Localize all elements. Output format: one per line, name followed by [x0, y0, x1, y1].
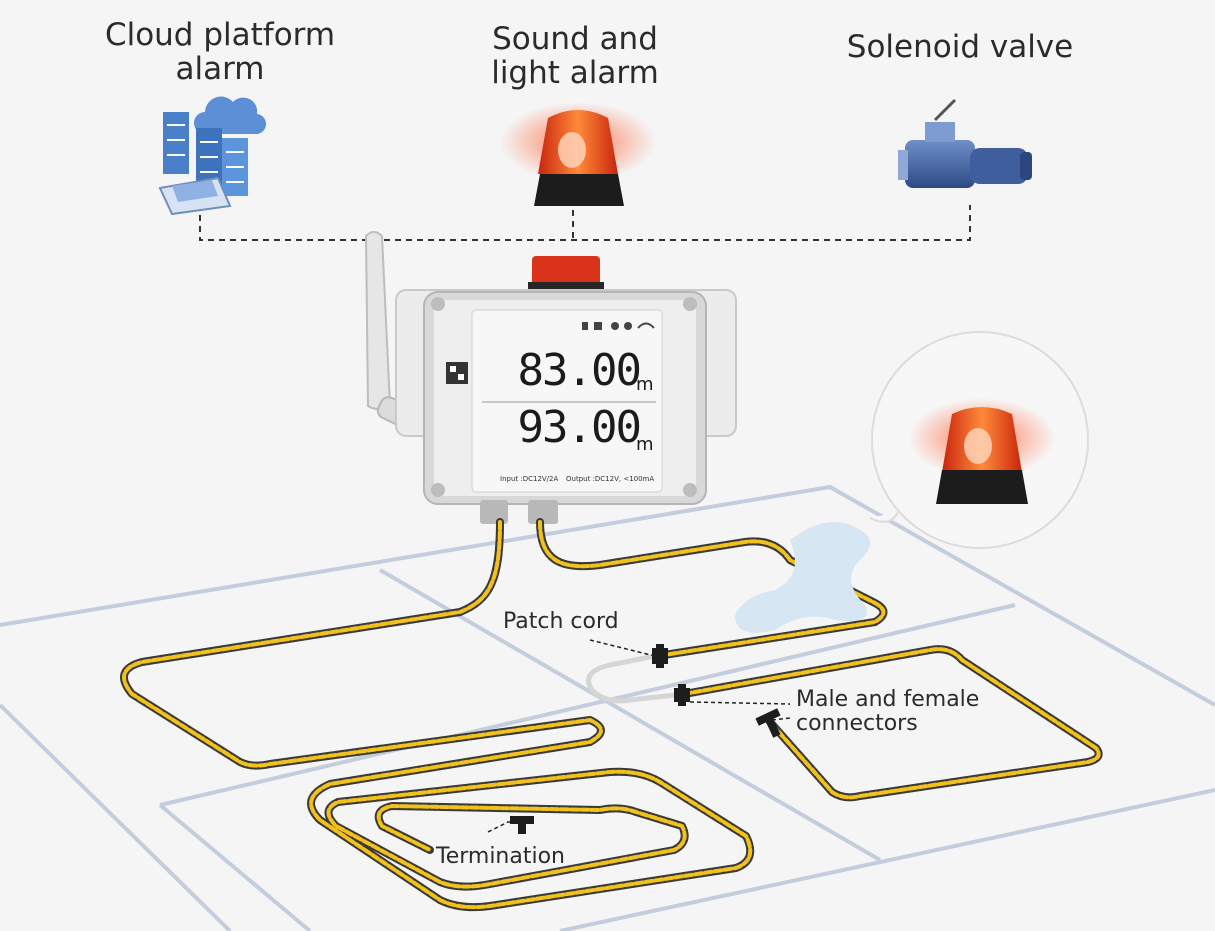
reading-1: 83.00 [517, 345, 642, 396]
cloud-server-icon [158, 96, 267, 216]
connector-markers [510, 644, 781, 834]
solenoid-valve-icon [898, 98, 1032, 188]
patch-cord-label: Patch cord [503, 609, 619, 634]
alarm-connection-lines [199, 205, 971, 241]
device-beacon-icon [528, 256, 604, 290]
reading-2-unit: m [636, 434, 654, 455]
solenoid-valve-label: Solenoid valve [846, 29, 1074, 65]
zoom-callout [869, 331, 1089, 549]
sensing-cable-fill [122, 520, 1101, 910]
patch-cord [586, 652, 685, 704]
device-output-text: Output :DC12V, <100mA [566, 475, 655, 483]
callout-leaders [487, 639, 791, 833]
cloud-alarm-label: Cloud platform alarm [104, 17, 336, 88]
reading-2: 93.00 [517, 402, 642, 453]
termination-label: Termination [436, 844, 566, 869]
device-input-text: Input :DC12V/2A [500, 475, 559, 483]
controller-device [395, 289, 737, 524]
beacon-alarm-icon [500, 102, 656, 206]
male-female-connectors-label: Male and female connectors [796, 687, 980, 737]
water-puddle [735, 522, 870, 633]
floor-grid [0, 484, 1215, 931]
reading-1-unit: m [636, 374, 654, 395]
sound-light-alarm-label: Sound and light alarm [491, 21, 659, 92]
